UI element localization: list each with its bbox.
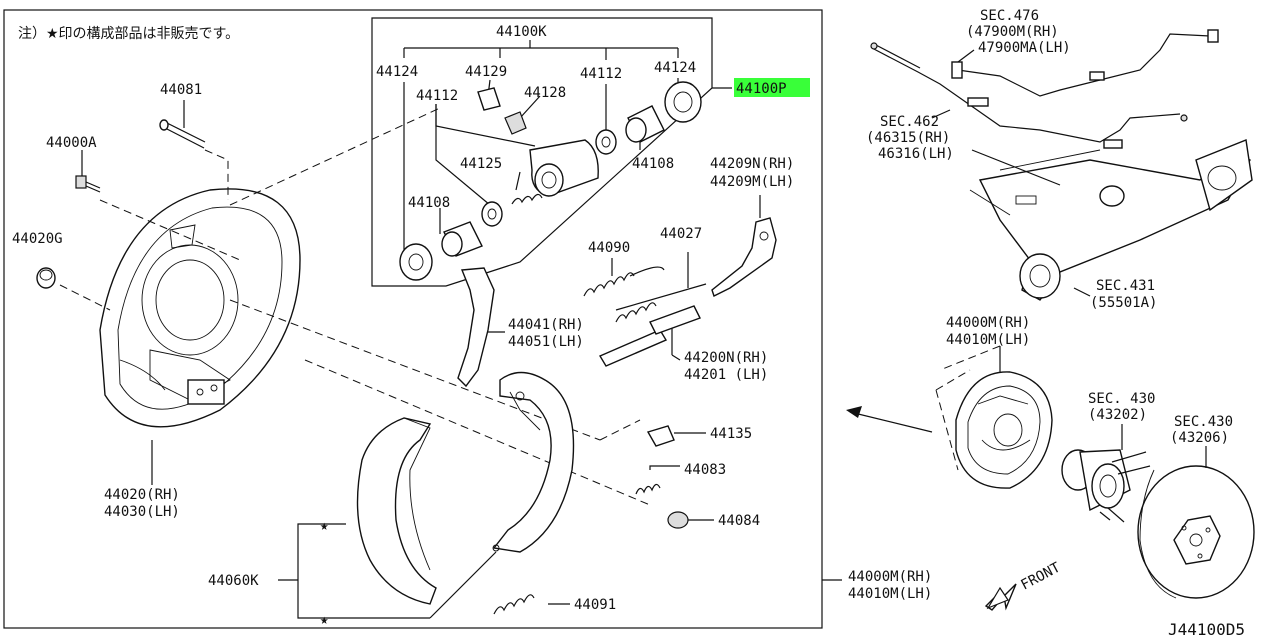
- label-44209N: 44209N(RH): [710, 156, 794, 172]
- return-spring-upper: [583, 258, 665, 297]
- rear-axle-beam: [969, 139, 1253, 301]
- anchor-bolt: [159, 100, 206, 149]
- front-direction-arrow: [984, 583, 1017, 611]
- cylinder-spring: [511, 193, 543, 205]
- wheel-hub: [1061, 424, 1151, 523]
- wheel-cylinder-kit: [399, 40, 732, 281]
- label-sec462: SEC.462: [880, 114, 939, 130]
- label-sec430a: SEC. 430: [1088, 391, 1155, 407]
- adjuster-cable: [615, 252, 707, 311]
- shoe-kit-bracket: ★ ★: [278, 518, 497, 628]
- lower-return-spring: [493, 594, 570, 615]
- label-sec476: SEC.476: [980, 8, 1039, 24]
- brake-drum: [1137, 446, 1255, 599]
- parking-brake-lever: [457, 267, 505, 388]
- bleeder-cap: [477, 87, 501, 111]
- label-44200N: 44200N(RH): [684, 350, 768, 366]
- label-44112-top: 44112: [580, 66, 622, 82]
- label-43206: (43206): [1170, 430, 1229, 446]
- label-44010M-bottom: 44010M(LH): [848, 586, 932, 602]
- label-44090: 44090: [588, 240, 630, 256]
- highlight-44100P: [734, 78, 810, 97]
- label-front: FRONT: [1018, 559, 1063, 593]
- piston-cup-left: [481, 201, 503, 227]
- label-43202: (43202): [1088, 407, 1147, 423]
- label-44000M-bottom: 44000M(RH): [848, 569, 932, 585]
- brake-shoe-right: [492, 371, 575, 553]
- rear-brake-assembly: [935, 369, 1053, 489]
- diagram-code: J44100D5: [1168, 620, 1245, 639]
- label-sec431: SEC.431: [1096, 278, 1155, 294]
- label-44020G: 44020G: [12, 231, 63, 247]
- label-46315: (46315(RH): [866, 130, 950, 146]
- label-44027: 44027: [660, 226, 702, 242]
- hold-down-spring: [635, 465, 680, 495]
- mounting-bolt: [75, 150, 101, 193]
- label-44000A: 44000A: [46, 135, 97, 151]
- label-44124-right: 44124: [654, 60, 696, 76]
- label-44100P[interactable]: 44100P: [736, 81, 787, 97]
- piston-cup-right: [595, 129, 617, 155]
- direction-arrow: [846, 406, 933, 433]
- label-44201: 44201 (LH): [684, 367, 768, 383]
- label-44030: 44030(LH): [104, 504, 180, 520]
- non-sale-star-upper: ★: [320, 518, 329, 534]
- label-44209M: 44209M(LH): [710, 174, 794, 190]
- back-plate: [99, 188, 301, 428]
- label-55501A: (55501A): [1090, 295, 1157, 311]
- adjuster-lever: [711, 195, 777, 297]
- label-44129: 44129: [465, 64, 507, 80]
- label-44100K: 44100K: [496, 24, 547, 40]
- label-sec430b: SEC.430: [1174, 414, 1233, 430]
- label-44020: 44020(RH): [104, 487, 180, 503]
- label-44108-right: 44108: [632, 156, 674, 172]
- hold-down-cup: [667, 511, 714, 529]
- adjuster-strut: [598, 305, 701, 367]
- label-44010M-right: 44010M(LH): [946, 332, 1030, 348]
- label-47900M: (47900M(RH): [966, 24, 1059, 40]
- label-44135: 44135: [710, 426, 752, 442]
- label-44041: 44041(RH): [508, 317, 584, 333]
- dust-boot-right: [664, 81, 702, 123]
- parking-brake-cable: [870, 42, 1188, 149]
- label-44060K: 44060K: [208, 573, 259, 589]
- label-44084: 44084: [718, 513, 760, 529]
- inspection-plug: [36, 267, 56, 289]
- label-47900MA: 47900MA(LH): [978, 40, 1071, 56]
- label-44125: 44125: [460, 156, 502, 172]
- label-44000M-right: 44000M(RH): [946, 315, 1030, 331]
- label-44112-mid: 44112: [416, 88, 458, 104]
- brake-shoe-left: [356, 417, 437, 605]
- dust-boot-left: [399, 243, 433, 281]
- non-sale-star-lower: ★: [320, 612, 329, 628]
- shoe-retainer: [646, 425, 706, 447]
- label-44083: 44083: [684, 462, 726, 478]
- label-44091: 44091: [574, 597, 616, 613]
- label-44051: 44051(LH): [508, 334, 584, 350]
- non-sale-note: 注）★印の構成部品は非販売です。: [18, 26, 239, 42]
- label-44108-left: 44108: [408, 195, 450, 211]
- label-44124-left: 44124: [376, 64, 418, 80]
- wheel-cylinder-frame: [371, 17, 713, 287]
- abs-sensor-harness: [951, 29, 1219, 97]
- main-frame: [3, 9, 823, 629]
- label-44128: 44128: [524, 85, 566, 101]
- bleeder-screw: [504, 111, 527, 135]
- label-44081: 44081: [160, 82, 202, 98]
- return-spring-lower: [615, 302, 657, 323]
- label-46316: 46316(LH): [878, 146, 954, 162]
